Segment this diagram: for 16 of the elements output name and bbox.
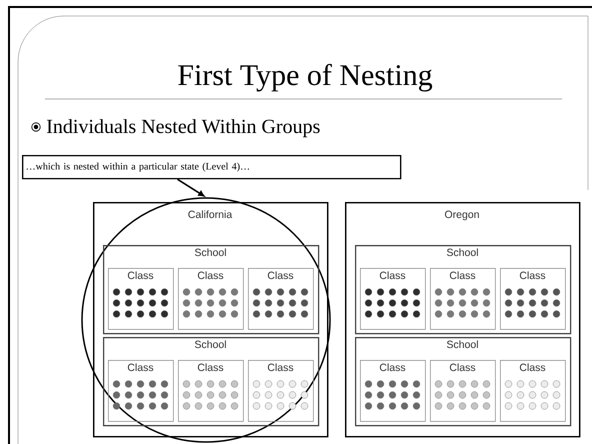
class-box: Class	[178, 360, 244, 422]
callout-box: …which is nested within a particular state (Level 4)…	[22, 155, 402, 180]
class-box: Class	[108, 268, 174, 330]
class-box: Class	[108, 360, 174, 422]
class-box: Class	[360, 268, 426, 330]
bullet-text: Individuals Nested Within Groups	[46, 119, 320, 138]
class-box: Class	[248, 360, 314, 422]
class-box: Class	[178, 268, 244, 330]
class-box: Class	[430, 360, 496, 422]
class-box: Class	[430, 268, 496, 330]
class-box: Class	[500, 268, 566, 330]
class-box: Class	[360, 360, 426, 422]
class-box: Class	[500, 360, 566, 422]
arrow	[177, 178, 204, 197]
slide-title: First Type of Nesting	[178, 64, 432, 92]
class-box: Class	[248, 268, 314, 330]
